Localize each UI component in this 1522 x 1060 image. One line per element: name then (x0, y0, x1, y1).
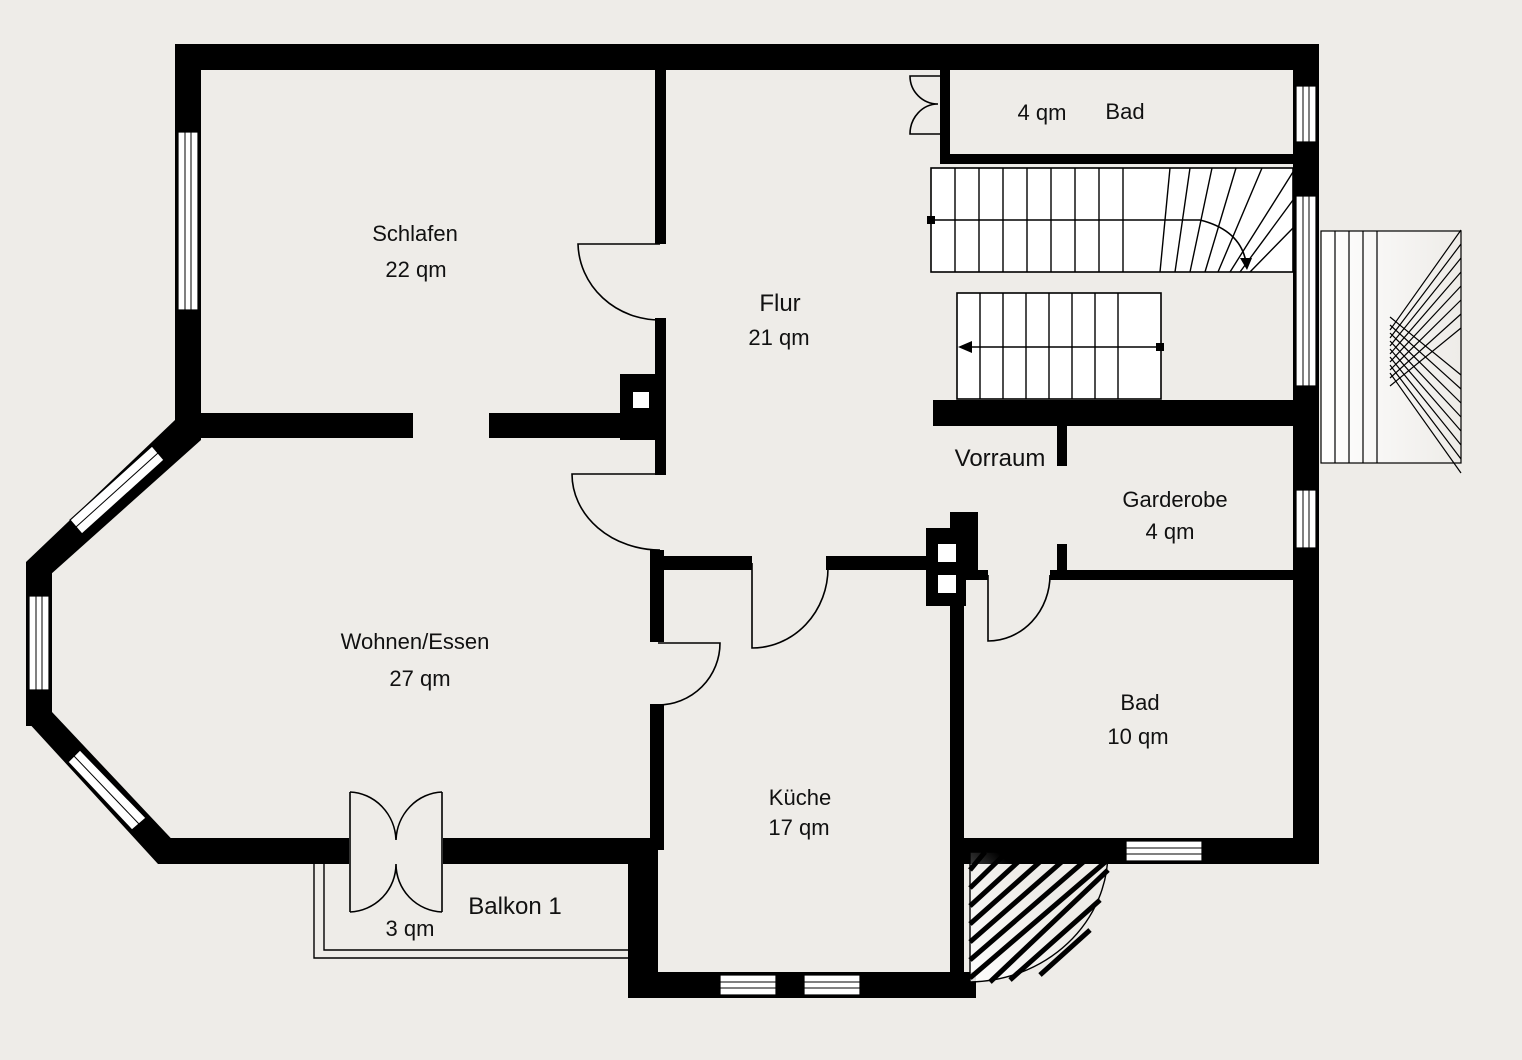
stair-tread (1008, 898, 1102, 982)
door-kueche-west (657, 642, 721, 706)
window-kueche-1 (719, 974, 777, 996)
room-labels: Schlafen 22 qm Flur 21 qm 4 qm Bad Vorra… (341, 99, 1228, 941)
door-bad-top (909, 75, 944, 135)
window-bad-top (1295, 85, 1317, 143)
stair-tread (1389, 271, 1462, 355)
room-area-garderobe: 4 qm (1146, 519, 1195, 544)
window-wohnen-sw (67, 749, 147, 831)
window-wohnen-nw (69, 445, 165, 535)
window-kueche-2 (803, 974, 861, 996)
stair-tread (1204, 167, 1237, 273)
stair-tread (968, 850, 1119, 980)
window-bad-south (1125, 840, 1203, 862)
room-name-wohnen: Wohnen/Essen (341, 629, 490, 654)
stair-tread (968, 850, 1009, 890)
stair-tread (988, 868, 1110, 984)
room-name-garderobe: Garderobe (1122, 487, 1227, 512)
stair-tread (1249, 227, 1294, 273)
room-name-balkon: Balkon 1 (468, 893, 561, 920)
stair-tread (1038, 928, 1092, 977)
stair-tread (1389, 257, 1462, 347)
stair-tread (968, 850, 1053, 926)
doors (349, 75, 1051, 913)
room-name-schlafen: Schlafen (372, 221, 458, 246)
window-wohnen-west (28, 595, 50, 691)
windows (28, 85, 1317, 996)
balkon-railing (313, 864, 628, 959)
room-name-bad: Bad (1120, 690, 1159, 715)
stairs-exterior-south (968, 850, 1119, 984)
room-area-bad: 10 qm (1107, 724, 1168, 749)
pillar-details (633, 392, 956, 593)
door-kueche-north (751, 563, 829, 649)
room-area-balkon: 3 qm (386, 916, 435, 941)
stair-tread (1217, 167, 1263, 273)
door-bad (987, 574, 1051, 642)
stairs-exterior-east (1320, 229, 1462, 474)
door-balkon (349, 791, 443, 913)
stair-tread (1389, 340, 1462, 418)
stair-tread (1389, 229, 1462, 331)
room-name-flur: Flur (759, 290, 800, 317)
window-stairs (1295, 195, 1317, 387)
room-area-wohnen: 27 qm (389, 666, 450, 691)
stair-tread (1389, 348, 1462, 432)
room-name-bad-top: Bad (1105, 99, 1144, 124)
stair-tread (1389, 372, 1462, 474)
stair-tread (1389, 364, 1462, 460)
stair-tread (1389, 285, 1462, 363)
window-garderobe (1295, 489, 1317, 549)
door-wohnen-flur (571, 473, 661, 551)
room-area-schlafen: 22 qm (385, 257, 446, 282)
stair-tread (1389, 243, 1462, 339)
door-schlafen (577, 243, 661, 321)
stairs-lower (956, 292, 1164, 400)
stair-tread (968, 850, 987, 872)
room-area-bad-top: 4 qm (1018, 100, 1067, 125)
stair-tread (1229, 171, 1294, 273)
stair-tread (1389, 356, 1462, 446)
stair-tread (1389, 327, 1462, 387)
stair-tread (968, 850, 1031, 908)
stair-tread (1389, 332, 1462, 404)
room-name-vorraum: Vorraum (955, 445, 1046, 472)
room-area-kueche: 17 qm (768, 815, 829, 840)
window-schlafen (177, 131, 199, 311)
room-area-flur: 21 qm (748, 325, 809, 350)
room-name-kueche: Küche (769, 785, 831, 810)
stair-tread (968, 850, 1075, 944)
interior-walls (175, 66, 1303, 850)
stair-tread (968, 850, 1097, 962)
stair-tread (1389, 299, 1462, 371)
stairs-upper (927, 167, 1294, 273)
stair-tread (1389, 316, 1462, 376)
